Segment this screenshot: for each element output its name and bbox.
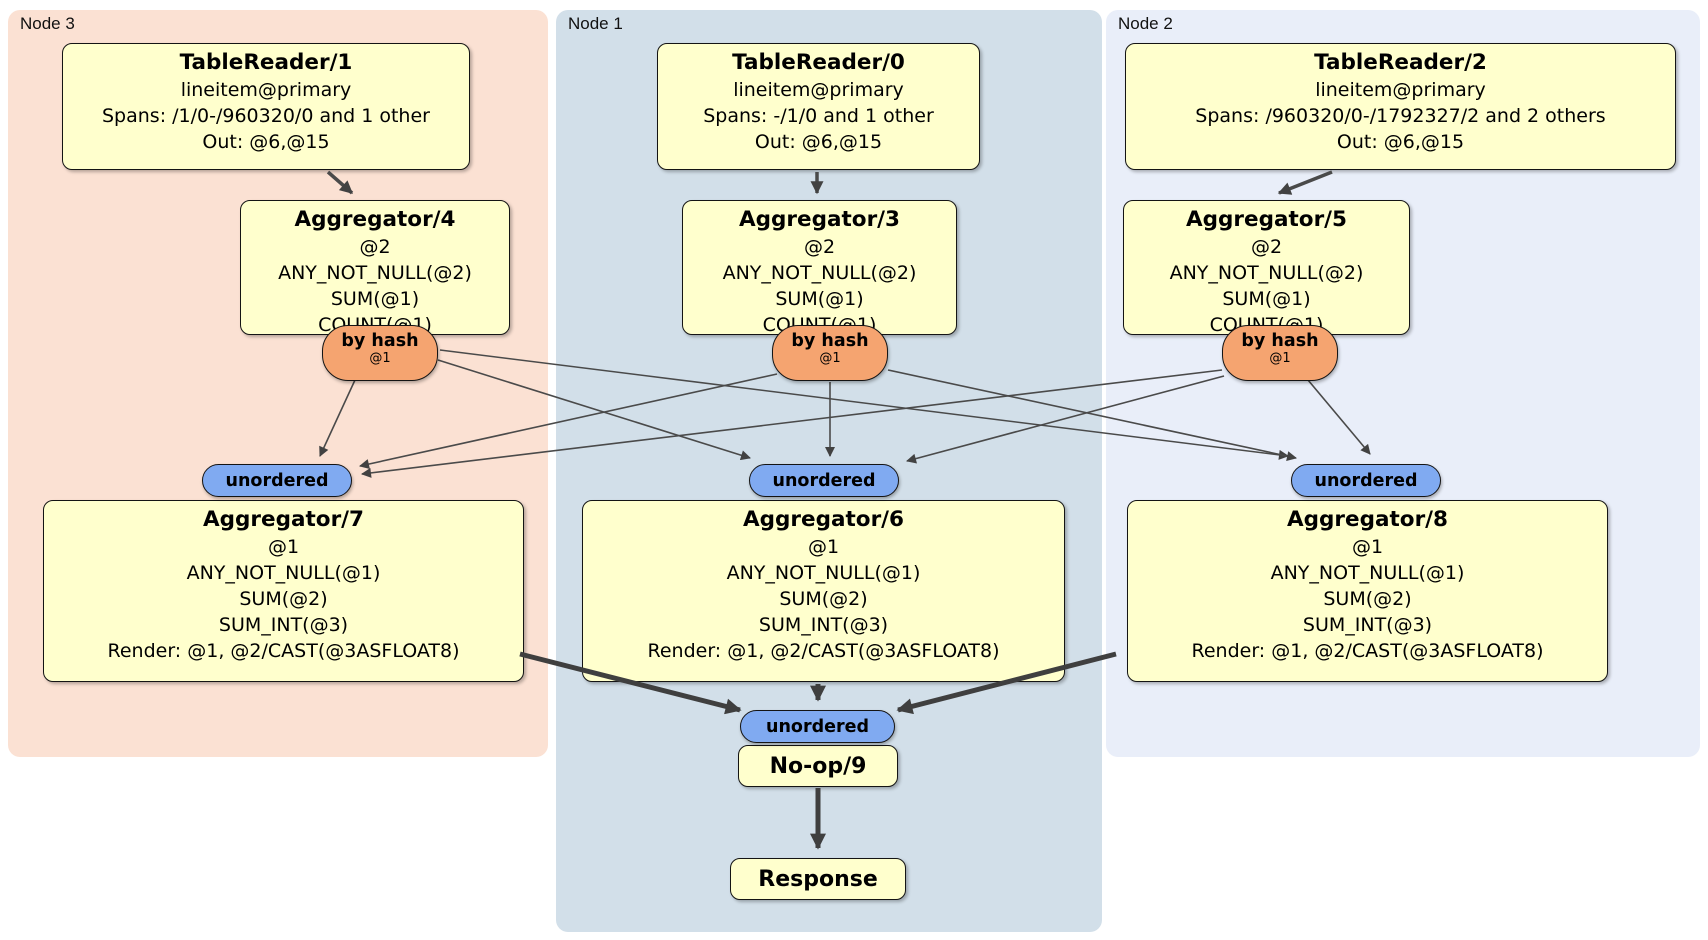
- processor-title: No-op/9: [769, 753, 867, 779]
- processor-line: Render: @1, @2/CAST(@3ASFLOAT8): [1191, 640, 1544, 662]
- processor-noop-9: No-op/9: [738, 745, 898, 787]
- router-label: by hash: [1241, 331, 1319, 351]
- processor-line: SUM(@1): [775, 288, 864, 310]
- panel-label-node2: Node 2: [1118, 14, 1173, 33]
- sync-label: unordered: [766, 716, 869, 737]
- router-key: @1: [369, 351, 391, 366]
- processor-title: TableReader/0: [732, 50, 905, 75]
- router-label: by hash: [341, 331, 419, 351]
- processor-line: @2: [803, 236, 836, 258]
- processor-aggregator-6: Aggregator/6 @1 ANY_NOT_NULL(@1) SUM(@2)…: [582, 500, 1065, 682]
- processor-line: SUM_INT(@3): [758, 614, 889, 636]
- processor-line: @2: [359, 236, 391, 258]
- processor-line: Spans: -/1/0 and 1 other: [703, 105, 934, 127]
- processor-aggregator-5: Aggregator/5 @2 ANY_NOT_NULL(@2) SUM(@1)…: [1123, 200, 1410, 336]
- response-node: Response: [730, 858, 906, 900]
- processor-line: @1: [1351, 536, 1384, 558]
- sync-unordered-node1: unordered: [749, 464, 899, 497]
- processor-line: Render: @1, @2/CAST(@3ASFLOAT8): [107, 640, 460, 662]
- sync-unordered-node3: unordered: [202, 464, 352, 497]
- router-by-hash-node3: by hash @1: [322, 325, 438, 381]
- processor-title: Aggregator/6: [743, 507, 904, 532]
- panel-label-node3: Node 3: [20, 14, 75, 33]
- processor-title: Response: [758, 866, 878, 892]
- processor-line: Out: @6,@15: [754, 131, 883, 153]
- processor-line: ANY_NOT_NULL(@2): [722, 262, 917, 284]
- router-key: @1: [819, 351, 841, 366]
- processor-line: SUM(@1): [1222, 288, 1311, 310]
- processor-line: ANY_NOT_NULL(@1): [186, 562, 381, 584]
- processor-aggregator-7: Aggregator/7 @1 ANY_NOT_NULL(@1) SUM(@2)…: [43, 500, 524, 682]
- processor-line: Spans: /1/0-/960320/0 and 1 other: [102, 105, 430, 127]
- processor-line: SUM(@2): [1323, 588, 1412, 610]
- processor-line: SUM_INT(@3): [1302, 614, 1433, 636]
- panel-label-node1: Node 1: [568, 14, 623, 33]
- processor-line: lineitem@primary: [733, 79, 904, 101]
- processor-line: @2: [1250, 236, 1283, 258]
- router-key: @1: [1269, 351, 1291, 366]
- processor-title: TableReader/2: [1314, 50, 1487, 75]
- processor-aggregator-8: Aggregator/8 @1 ANY_NOT_NULL(@1) SUM(@2)…: [1127, 500, 1608, 682]
- processor-title: Aggregator/8: [1287, 507, 1448, 532]
- processor-line: @1: [807, 536, 840, 558]
- processor-line: lineitem@primary: [180, 79, 352, 101]
- processor-title: TableReader/1: [179, 50, 353, 75]
- sync-label: unordered: [225, 470, 329, 491]
- router-label: by hash: [791, 331, 869, 351]
- processor-title: Aggregator/4: [294, 207, 456, 232]
- router-by-hash-node1: by hash @1: [772, 325, 888, 381]
- processor-line: Out: @6,@15: [1336, 131, 1465, 153]
- processor-line: ANY_NOT_NULL(@1): [726, 562, 921, 584]
- processor-line: SUM_INT(@3): [218, 614, 349, 636]
- processor-line: ANY_NOT_NULL(@2): [278, 262, 472, 284]
- processor-title: Aggregator/3: [739, 207, 900, 232]
- processor-line: Out: @6,@15: [202, 131, 330, 153]
- processor-line: ANY_NOT_NULL(@2): [1169, 262, 1364, 284]
- sync-unordered-node2: unordered: [1291, 464, 1441, 497]
- processor-line: @1: [267, 536, 300, 558]
- sync-label: unordered: [772, 470, 876, 491]
- processor-line: Spans: /960320/0-/1792327/2 and 2 others: [1195, 105, 1606, 127]
- processor-line: SUM(@2): [779, 588, 868, 610]
- sync-unordered-final: unordered: [740, 710, 895, 743]
- processor-aggregator-4: Aggregator/4 @2 ANY_NOT_NULL(@2) SUM(@1)…: [240, 200, 510, 336]
- sync-label: unordered: [1314, 470, 1418, 491]
- processor-title: Aggregator/5: [1186, 207, 1347, 232]
- processor-line: ANY_NOT_NULL(@1): [1270, 562, 1465, 584]
- processor-aggregator-3: Aggregator/3 @2 ANY_NOT_NULL(@2) SUM(@1)…: [682, 200, 957, 336]
- processor-title: Aggregator/7: [203, 507, 364, 532]
- processor-line: lineitem@primary: [1315, 79, 1486, 101]
- processor-tablereader-1: TableReader/1 lineitem@primary Spans: /1…: [62, 43, 470, 170]
- processor-tablereader-2: TableReader/2 lineitem@primary Spans: /9…: [1125, 43, 1676, 170]
- processor-line: SUM(@2): [239, 588, 328, 610]
- processor-line: SUM(@1): [330, 288, 420, 310]
- processor-line: Render: @1, @2/CAST(@3ASFLOAT8): [647, 640, 1000, 662]
- processor-tablereader-0: TableReader/0 lineitem@primary Spans: -/…: [657, 43, 980, 170]
- router-by-hash-node2: by hash @1: [1222, 325, 1338, 381]
